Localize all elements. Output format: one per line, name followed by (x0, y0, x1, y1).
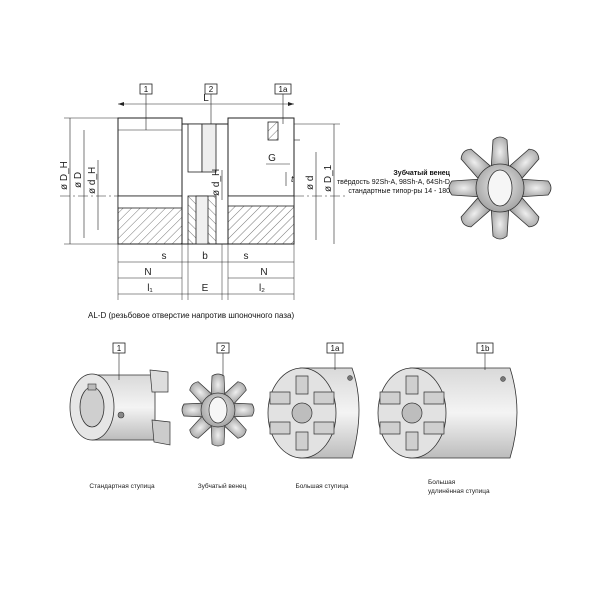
svg-text:1a: 1a (331, 344, 340, 353)
dim-dH-mid: ø d_H (211, 169, 222, 196)
dim-s-right: s (244, 251, 249, 262)
large-hub (267, 353, 360, 459)
spider-note-line1: твёрдость 92Sh-A, 98Sh-A, 64Sh-D (337, 179, 450, 186)
spider-small (181, 373, 255, 447)
dim-l2: l₂ (259, 283, 265, 294)
svg-text:2: 2 (209, 85, 214, 94)
spider-illustration (448, 136, 552, 240)
caption-large-hub: Большая ступица (295, 483, 348, 490)
tag-2-top: 2 (204, 83, 218, 95)
variant-title: AL-D (резьбовое отверстие напротив шпоно… (88, 311, 294, 320)
dim-L: L (203, 93, 209, 104)
svg-text:1: 1 (144, 85, 149, 94)
tag-2-bottom: 2 (216, 342, 230, 354)
dim-t: t (291, 174, 294, 184)
dim-D: ø D (73, 172, 84, 188)
svg-text:1a: 1a (279, 85, 288, 94)
svg-text:1: 1 (117, 344, 122, 353)
spider-note-title: Зубчатый венец (393, 169, 450, 177)
standard-hub (69, 353, 171, 446)
dim-DH: ø D_H (59, 161, 70, 190)
dim-E: E (202, 283, 209, 294)
dim-dH-left: ø d_H (87, 167, 98, 194)
dim-d: ø d (305, 176, 316, 190)
dim-l1: l₁ (147, 283, 153, 294)
caption-spider: Зубчатый венец (198, 482, 247, 490)
caption-standard-hub: Стандартная ступица (89, 483, 155, 490)
tag-1a-top: 1a (274, 83, 292, 95)
dim-s-left: s (162, 251, 167, 262)
svg-text:2: 2 (221, 344, 226, 353)
tag-1b-bottom: 1b (476, 342, 494, 354)
large-extended-hub (377, 353, 518, 459)
spider-note-line2: стандартные типор-ры 14 - 180 (348, 188, 450, 195)
dim-D1: ø D_1 (323, 164, 334, 192)
tag-1-bottom: 1 (112, 342, 126, 354)
section-view (60, 94, 345, 300)
dim-b: b (202, 251, 208, 262)
caption-extended-hub-2: удлинённая ступица (428, 488, 490, 495)
dim-G: G (268, 153, 276, 164)
tag-1a-bottom: 1a (326, 342, 344, 354)
caption-extended-hub-1: Большая (428, 479, 456, 486)
dim-N-left: N (144, 267, 151, 278)
tag-1-top: 1 (139, 83, 153, 95)
svg-text:1b: 1b (481, 344, 490, 353)
dim-N-right: N (260, 267, 267, 278)
